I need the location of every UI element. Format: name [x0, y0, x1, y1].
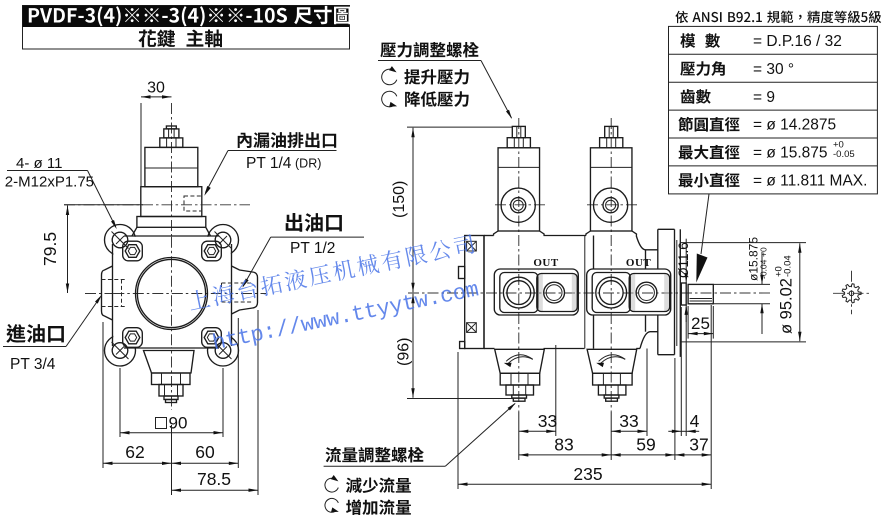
- svg-text:Ø11.6: Ø11.6: [676, 242, 691, 278]
- svg-text:2-M12xP1.75: 2-M12xP1.75: [5, 174, 94, 191]
- svg-text:+0: +0: [759, 247, 769, 257]
- svg-text:ø15.875: ø15.875: [747, 237, 761, 281]
- svg-text:30: 30: [147, 80, 165, 97]
- svg-text:ø 95.02: ø 95.02: [778, 278, 796, 334]
- svg-text:37: 37: [689, 435, 708, 455]
- svg-text:= ø 15.875: = ø 15.875: [753, 145, 828, 162]
- svg-text:OUT: OUT: [626, 257, 652, 269]
- svg-text:78.5: 78.5: [197, 469, 231, 489]
- svg-text:(DR): (DR): [295, 157, 321, 171]
- svg-text:OUT: OUT: [533, 257, 559, 269]
- svg-text:+0: +0: [833, 140, 844, 151]
- svg-text:(96): (96): [396, 338, 413, 366]
- svg-text:= 30 °: = 30 °: [753, 61, 794, 78]
- svg-text:79.5: 79.5: [40, 232, 60, 266]
- svg-text:4- ø 11: 4- ø 11: [16, 155, 62, 172]
- svg-text:PT 1/4: PT 1/4: [246, 155, 292, 172]
- svg-text:= D.P.16 / 32: = D.P.16 / 32: [753, 33, 842, 50]
- svg-text:235: 235: [573, 464, 602, 484]
- svg-text:PT 1/2: PT 1/2: [290, 240, 335, 257]
- svg-text:PT 3/4: PT 3/4: [10, 356, 56, 373]
- svg-text:-0.04: -0.04: [783, 255, 794, 277]
- svg-text:33: 33: [619, 411, 638, 431]
- svg-text:62: 62: [125, 442, 144, 462]
- svg-text:90: 90: [169, 414, 188, 433]
- svg-text:-0.04: -0.04: [759, 259, 769, 279]
- svg-text:25: 25: [691, 314, 710, 333]
- svg-text:(150): (150): [391, 181, 408, 218]
- svg-text:+0: +0: [774, 266, 785, 277]
- svg-text:59: 59: [636, 435, 655, 455]
- svg-text:33: 33: [538, 411, 557, 431]
- svg-text:60: 60: [195, 442, 215, 462]
- svg-text:= 9: = 9: [753, 89, 775, 106]
- svg-text:83: 83: [554, 435, 573, 455]
- svg-text:-0.05: -0.05: [833, 149, 855, 160]
- svg-text:4: 4: [690, 411, 700, 431]
- svg-text:= ø 14.2875: = ø 14.2875: [753, 117, 836, 134]
- svg-text:= ø 11.811 MAX.: = ø 11.811 MAX.: [753, 173, 867, 190]
